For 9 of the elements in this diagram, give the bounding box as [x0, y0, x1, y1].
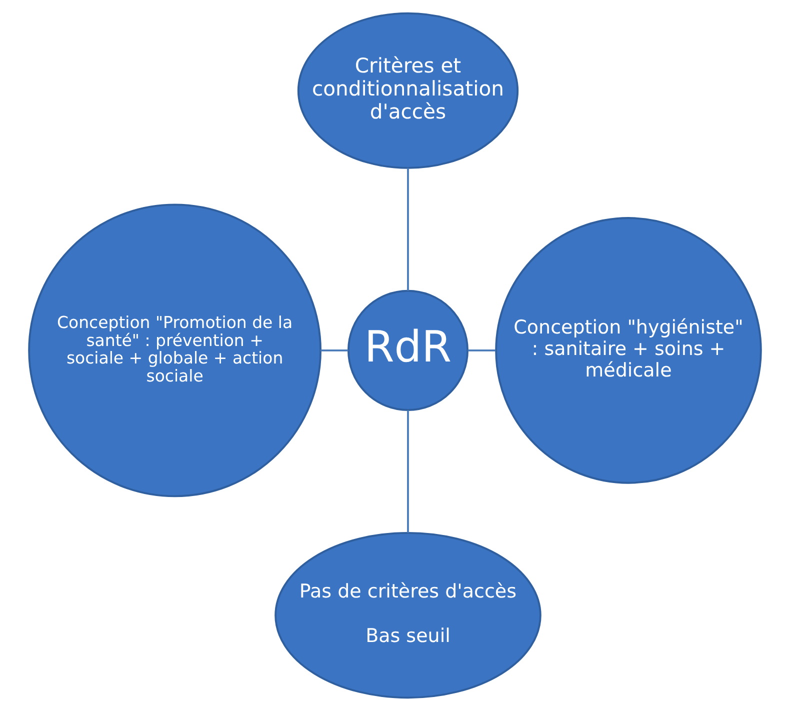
- node-ellipse: Pas de critères d'accès Bas seuil: [274, 532, 542, 699]
- connector: [320, 349, 348, 352]
- node-circle: RdR: [347, 290, 468, 411]
- connector: [407, 168, 409, 291]
- connector: [468, 349, 496, 352]
- node-circle: Conception "hygiéniste" : sanitaire + soins + médicale: [495, 217, 762, 484]
- node-ellipse: Critères et conditionnalisation d'accès: [297, 12, 519, 169]
- connector: [407, 410, 409, 533]
- node-circle: Conception "Promotion de la santé" : prévention + sociale + globale + action sociale: [28, 204, 322, 498]
